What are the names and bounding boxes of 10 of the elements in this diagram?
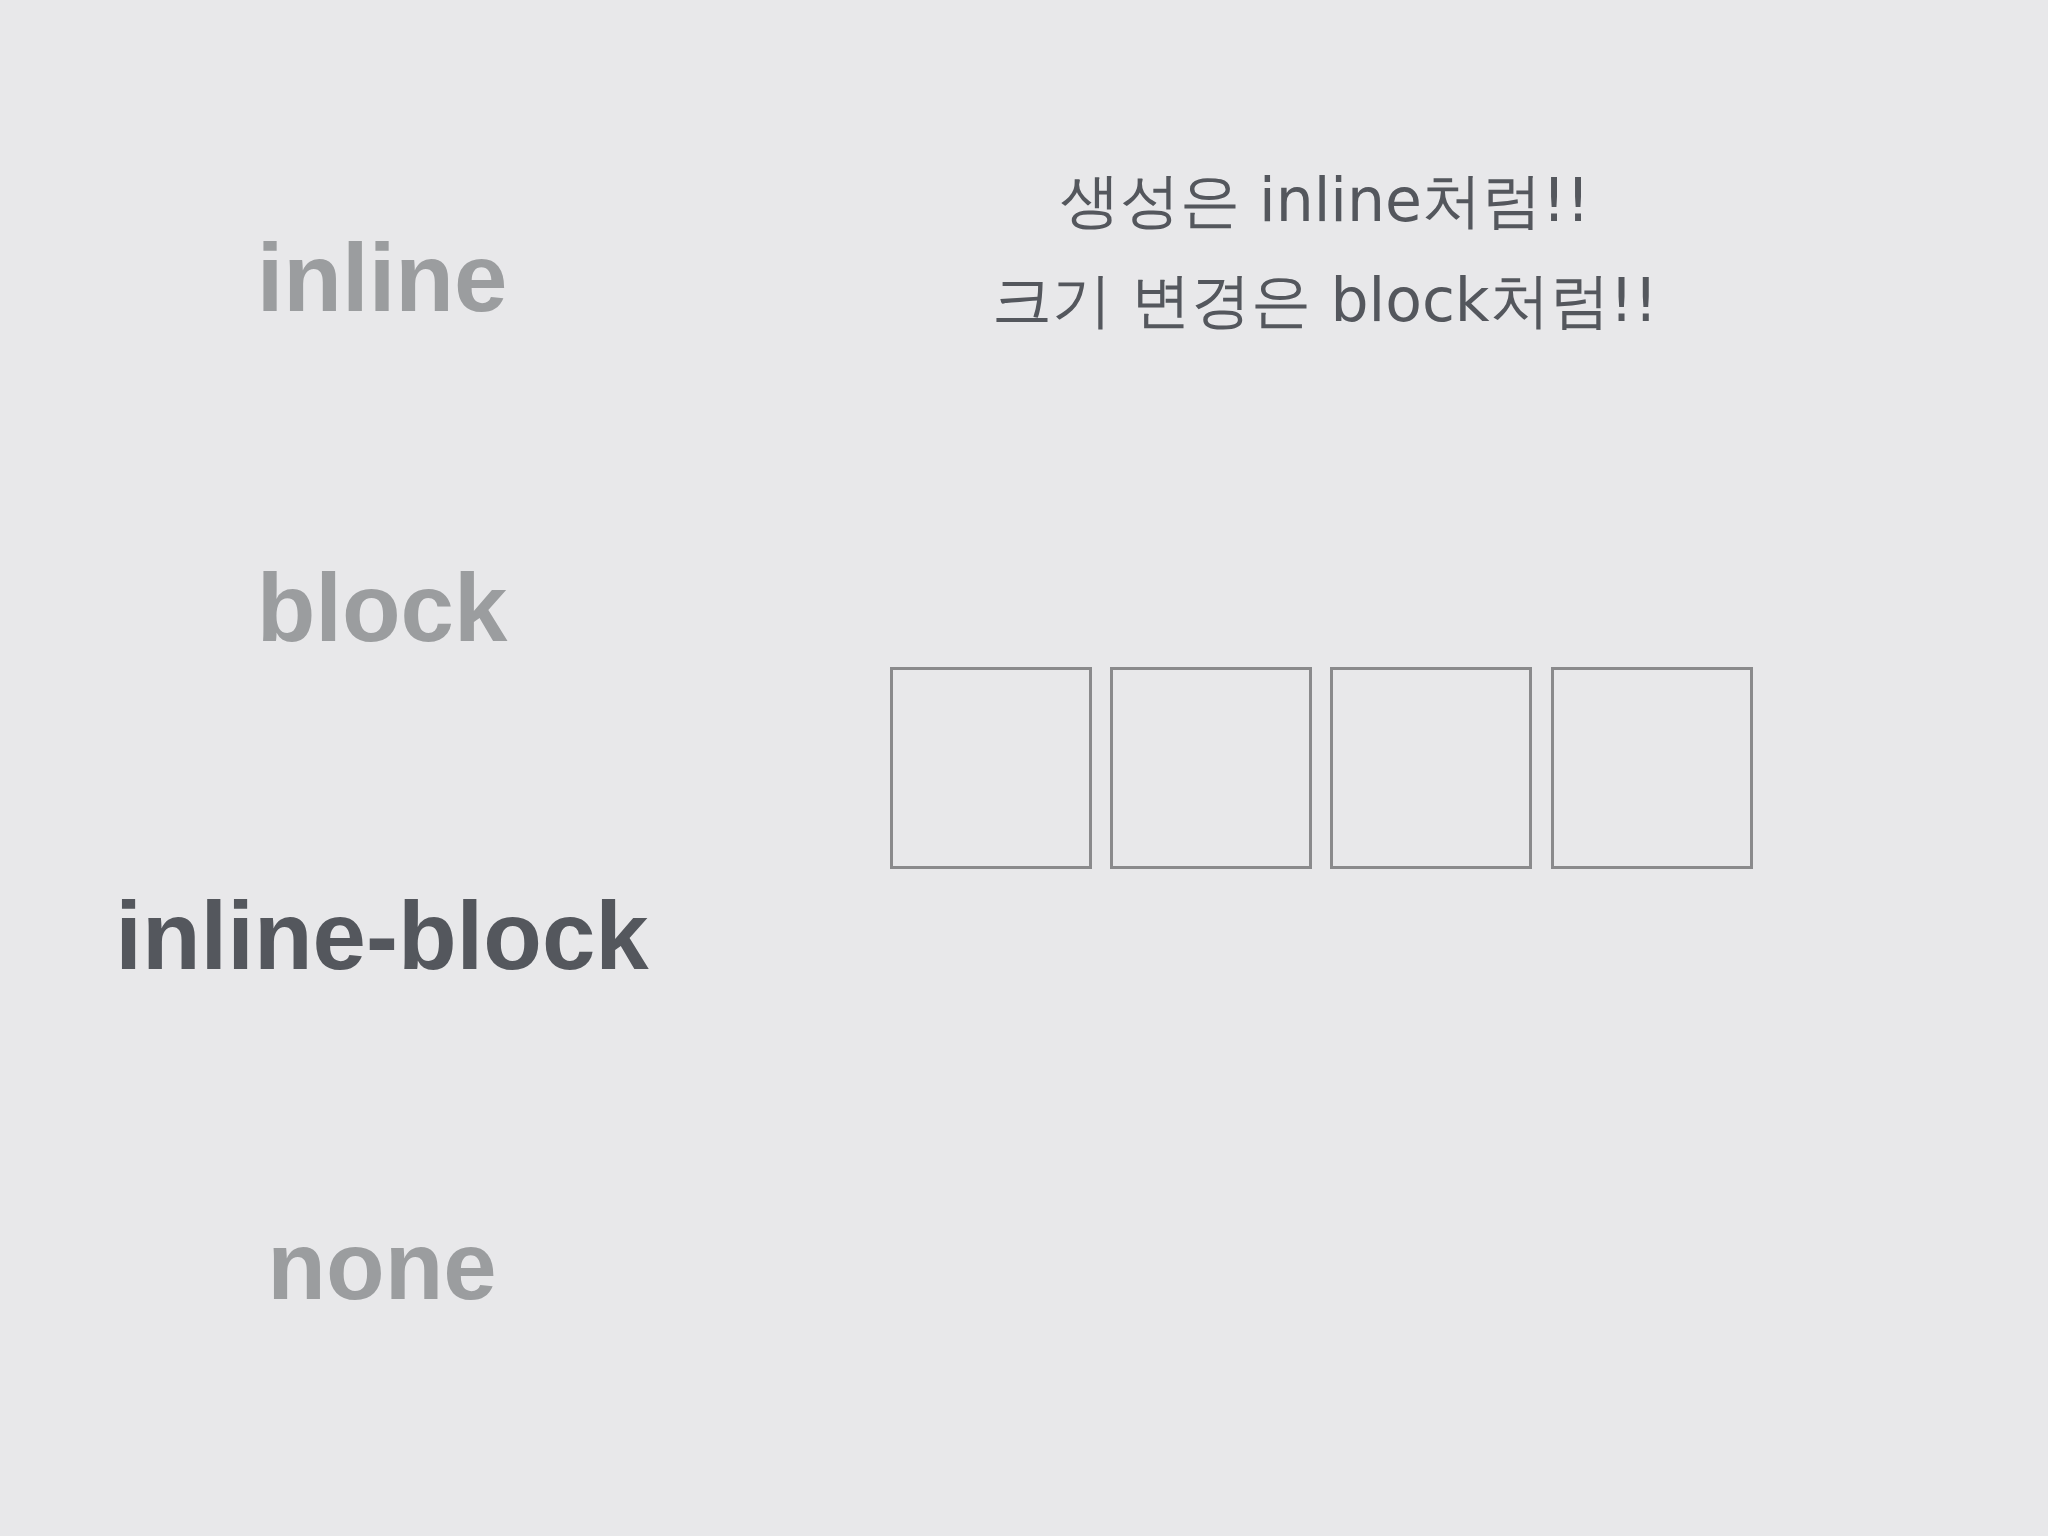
- highlighted-keyword-label: inline-block: [115, 888, 649, 984]
- square-box: [1551, 667, 1753, 869]
- caption-text: 크기 변경은 block처럼!!: [992, 270, 1658, 330]
- square-box: [890, 667, 1092, 869]
- keyword-label: none: [267, 1218, 497, 1314]
- keyword-label: block: [256, 560, 508, 656]
- keyword-label: inline: [256, 230, 508, 326]
- caption-text: 생성은 inline처럼!!: [1059, 170, 1591, 230]
- square-box: [1110, 667, 1312, 869]
- square-box: [1330, 667, 1532, 869]
